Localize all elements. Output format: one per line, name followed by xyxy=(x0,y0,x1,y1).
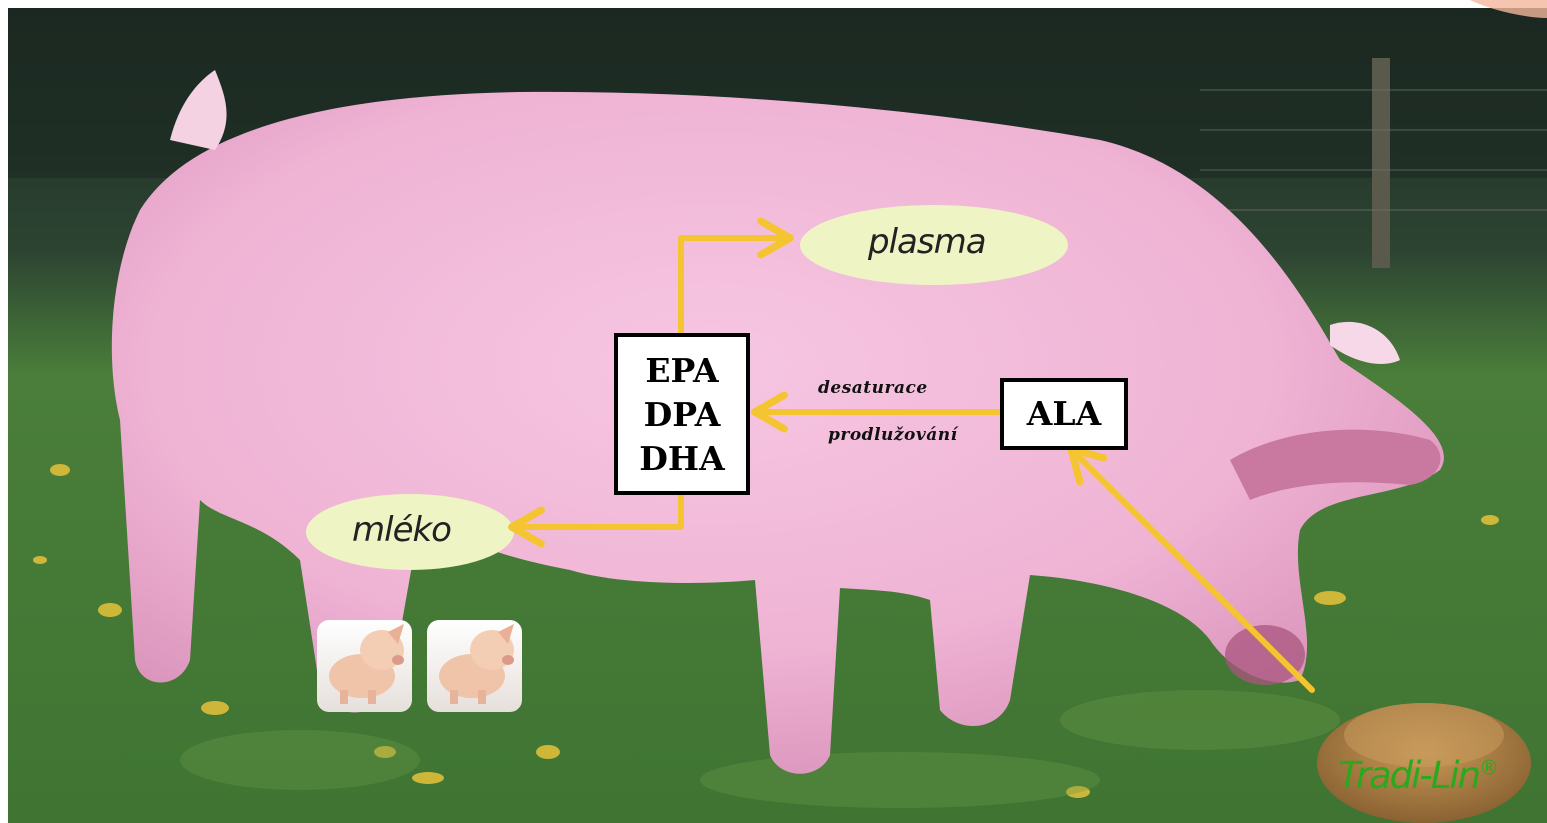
plasma-label: plasma xyxy=(868,222,986,262)
product-line-dpa: DPA xyxy=(618,393,746,437)
ala-label: ALA xyxy=(1004,382,1124,446)
piglet-icon xyxy=(317,620,412,712)
epa-dpa-dha-box: EPA DPA DHA xyxy=(614,333,750,495)
product-line-dha: DHA xyxy=(618,437,746,481)
desaturation-label: desaturace xyxy=(818,378,928,398)
product-line-epa: EPA xyxy=(618,349,746,393)
elongation-label: prodlužování xyxy=(828,425,958,445)
brand-name: Tradi-Lin xyxy=(1338,754,1479,797)
brand-label: Tradi-Lin® xyxy=(1338,754,1497,797)
ala-box: ALA xyxy=(1000,378,1128,450)
brand-mark: ® xyxy=(1479,756,1497,780)
milk-label: mléko xyxy=(352,510,451,550)
piglet-icon xyxy=(427,620,522,712)
